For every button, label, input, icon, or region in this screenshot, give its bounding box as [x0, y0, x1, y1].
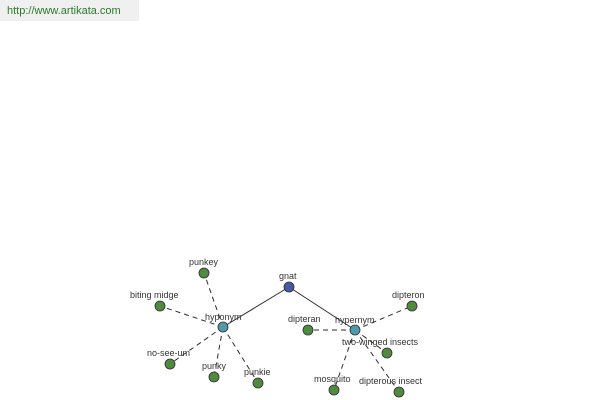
node-dipteron[interactable] [406, 300, 418, 312]
label-gnat: gnat [279, 271, 297, 281]
label-dipterous-insect: dipterous insect [359, 376, 423, 386]
edge-hyponym-no-see-um [169, 326, 224, 365]
node-mosquito[interactable] [328, 384, 340, 396]
source-link[interactable]: http://www.artikata.com [7, 5, 121, 17]
edge-hypernym-dipteron [354, 305, 413, 331]
label-punky: punky [202, 361, 227, 371]
edges [159, 272, 413, 393]
label-mosquito: mosquito [314, 374, 351, 384]
node-hypernym[interactable] [349, 324, 361, 336]
edge-hyponym-biting-midge [159, 305, 224, 328]
node-no-see-um[interactable] [164, 358, 176, 370]
label-hyponym: hyponym [205, 312, 242, 322]
edge-hypernym-mosquito [333, 329, 356, 391]
node-gnat[interactable] [283, 281, 295, 293]
label-two-winged-insects: two-winged insects [342, 337, 419, 347]
node-biting-midge[interactable] [154, 300, 166, 312]
source-bar: http://www.artikata.com [0, 0, 139, 21]
label-hypernym: hypernym [335, 315, 375, 325]
label-punkie: punkie [244, 367, 271, 377]
edge-hyponym-punkie [222, 326, 259, 384]
edge-gnat-hypernym [288, 286, 356, 331]
label-dipteron: dipteron [392, 290, 425, 300]
label-biting-midge: biting midge [130, 290, 179, 300]
node-hyponym[interactable] [217, 321, 229, 333]
node-punkey[interactable] [198, 267, 210, 279]
edge-hypernym-two-winged-insects [354, 329, 388, 354]
labels: gnat hyponym hypernym punkey biting midg… [130, 257, 425, 386]
label-no-see-um: no-see-um [147, 348, 190, 358]
edge-hypernym-dipterous-insect [354, 329, 400, 393]
node-punky[interactable] [208, 371, 220, 383]
node-punkie[interactable] [252, 377, 264, 389]
label-dipteran: dipteran [288, 314, 321, 324]
edge-hyponym-punkey [203, 272, 224, 328]
node-two-winged-insects[interactable] [381, 347, 393, 359]
label-punkey: punkey [189, 257, 219, 267]
edge-gnat-hyponym [222, 286, 290, 328]
node-dipteran[interactable] [302, 324, 314, 336]
node-dipterous-insect[interactable] [393, 386, 405, 398]
nodes [154, 267, 418, 398]
